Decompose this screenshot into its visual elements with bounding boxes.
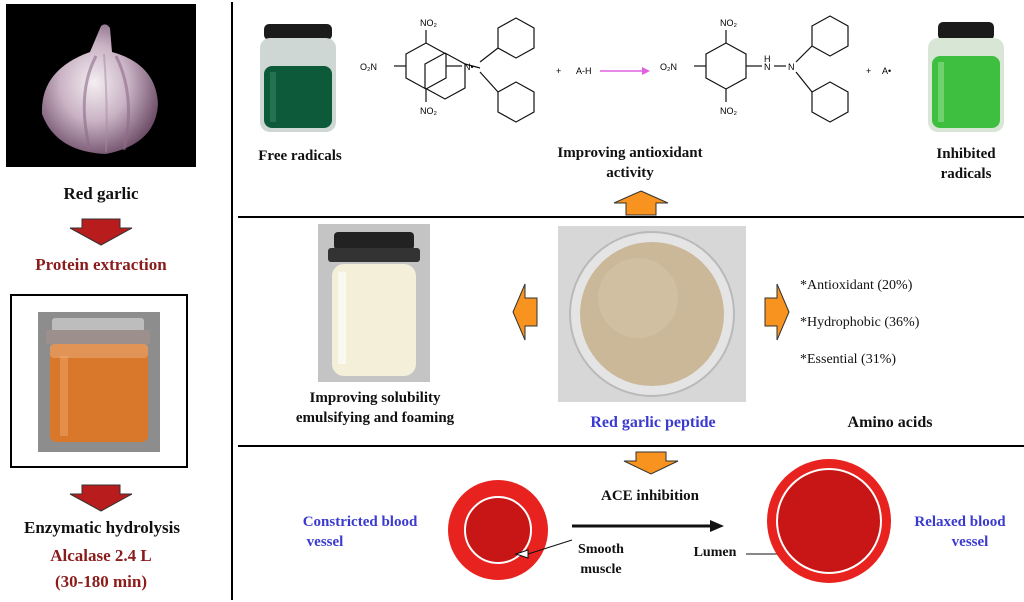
amino-item: *Essential (31%)	[800, 352, 897, 367]
inhibited-label: Inhibited	[936, 146, 996, 162]
ace-inhibition-label: ACE inhibition	[601, 488, 699, 504]
middle-divider	[238, 445, 1024, 447]
amino-list: *Antioxidant (20%) *Hydrophobic (36%) *E…	[800, 278, 980, 389]
peptide-dish-icon	[569, 231, 735, 397]
no2-label: NO₂	[420, 18, 438, 28]
dark-green-vial-icon	[260, 24, 336, 132]
vessel-arrows	[514, 520, 724, 559]
garlic-icon	[41, 24, 158, 155]
no2-label: NO₂	[720, 18, 738, 28]
right-arrow-icon	[764, 283, 790, 341]
solubility-label: Improving solubility	[309, 390, 441, 406]
antioxidant-label: Improving antioxidant	[557, 145, 703, 161]
top-divider	[238, 216, 1024, 218]
relaxed-label-2: vessel	[951, 534, 989, 550]
no2-label: NO₂	[420, 106, 438, 116]
peptide-photo	[558, 226, 746, 402]
time-range-label: (30-180 min)	[54, 572, 148, 591]
garlic-label: Red garlic	[63, 184, 139, 203]
down-arrow-icon	[69, 484, 133, 512]
peptide-label: Red garlic peptide	[590, 414, 716, 431]
dpph-h-molecule	[694, 15, 849, 123]
inhibited-label-2: radicals	[940, 166, 992, 182]
amino-item: *Antioxidant (20%)	[800, 278, 913, 293]
radical-n-label: N•	[464, 62, 474, 72]
o2n-label: O₂N	[660, 62, 677, 72]
no2-label: NO₂	[720, 106, 738, 116]
n-label: N	[764, 62, 771, 72]
smooth-muscle-label-2: muscle	[580, 562, 622, 577]
antioxidant-label-2: activity	[606, 165, 654, 181]
constricted-label: Constricted blood	[302, 514, 418, 530]
dpph-radical-molecule	[394, 17, 535, 123]
free-radicals-label: Free radicals	[258, 148, 342, 164]
down-arrow-icon	[623, 451, 679, 475]
amino-acids-label: Amino acids	[847, 414, 933, 431]
extract-frame	[10, 294, 188, 468]
lumen-label: Lumen	[693, 545, 737, 560]
smooth-muscle-label: Smooth	[578, 542, 624, 557]
o2n-label: O₂N	[360, 62, 377, 72]
solubility-label-2: emulsifying and foaming	[295, 410, 455, 426]
h-label: H	[764, 54, 771, 64]
cream-jar-icon	[318, 224, 430, 382]
light-green-vial-icon	[928, 22, 1004, 132]
relaxed-vessel-icon	[767, 459, 891, 583]
enzymatic-hydrolysis-label: Enzymatic hydrolysis	[23, 518, 180, 537]
amber-jar-icon	[38, 312, 160, 452]
n-label: N	[788, 62, 795, 72]
alcalase-label: Alcalase 2.4 L	[50, 546, 152, 565]
up-arrow-icon	[613, 190, 669, 216]
ah-label: A-H	[576, 66, 592, 76]
vertical-divider	[231, 2, 233, 600]
constricted-label-2: vessel	[306, 534, 344, 550]
plus-label: +	[556, 66, 561, 76]
a-radical-label: A•	[882, 66, 891, 76]
garlic-photo	[6, 4, 196, 167]
amino-item: *Hydrophobic (36%)	[800, 315, 920, 330]
left-arrow-icon	[512, 283, 538, 341]
plus-label: +	[866, 66, 871, 76]
protein-extraction-label: Protein extraction	[35, 255, 167, 274]
relaxed-label: Relaxed blood	[914, 514, 1006, 530]
dpph-reaction-diagram: NO₂ NO₂ O₂N N• + A-H NO₂ NO₂ O₂N H N N +…	[360, 15, 891, 123]
down-arrow-icon	[69, 218, 133, 246]
